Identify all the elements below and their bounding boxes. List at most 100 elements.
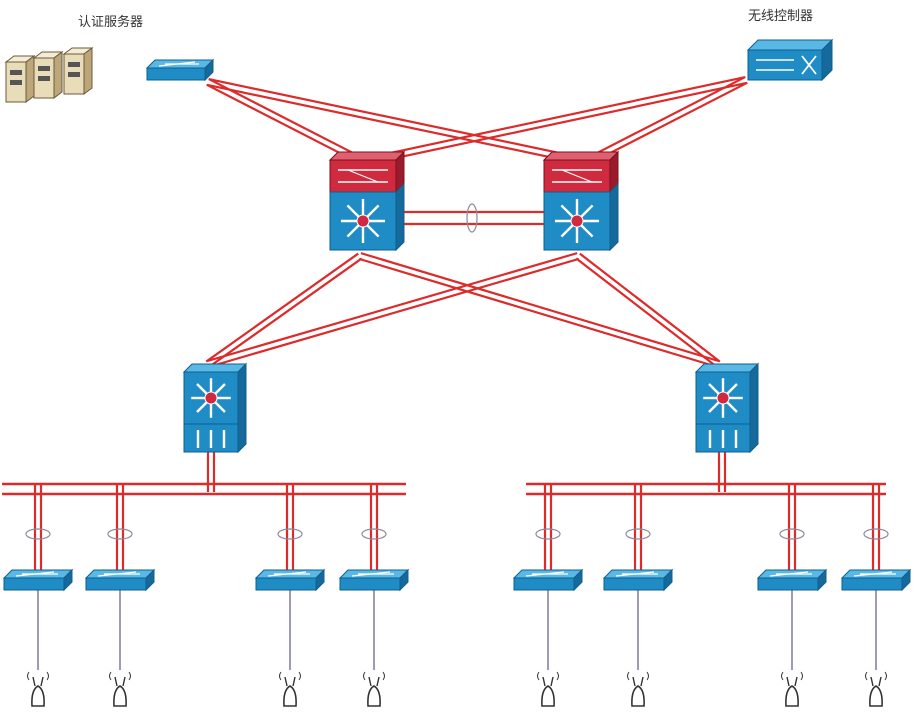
- auth-switch-icon-side: [204, 58, 214, 82]
- access-switch-3-icon-front: [255, 577, 317, 591]
- access-point-2-icon-antenna: [122, 676, 126, 687]
- access-point-8-icon-wave: [865, 671, 868, 681]
- core-switch-2-icon-hub: [570, 214, 584, 228]
- auth-switch-icon-front: [146, 67, 206, 81]
- core-switch-1-icon-ray: [366, 204, 380, 218]
- core-switch-1-icon-ray: [366, 224, 380, 238]
- access-point-3-icon-wave: [298, 671, 301, 681]
- access-point-8-icon-antenna: [878, 676, 882, 687]
- access-point-1-icon-body: [31, 685, 45, 707]
- core-switch-2-icon: [542, 150, 620, 252]
- link-core1-dist1: [209, 257, 363, 368]
- wireless-controller-label: 无线控制器: [748, 9, 814, 24]
- access-point-7-icon-antenna: [786, 676, 790, 687]
- access-point-5-icon-wave: [537, 671, 540, 681]
- distribution-switch-2-icon-side: [749, 362, 759, 454]
- link-wlc-core2: [590, 81, 748, 164]
- access-switch-5-icon-arrow-b: [525, 571, 565, 577]
- link-core2-dist1: [206, 252, 578, 363]
- access-point-1-icon-antenna: [32, 676, 36, 687]
- distribution-switch-2-icon-top: [694, 363, 760, 373]
- access-point-3-icon: [279, 671, 301, 707]
- access-point-2-icon-wave: [109, 671, 112, 681]
- access-switch-7-icon-side: [817, 568, 827, 592]
- core-switch-1-icon-red-top: [328, 151, 406, 161]
- access-etherchannel-ring: [107, 528, 133, 540]
- core-switch-2-icon-blue-side: [609, 182, 619, 252]
- access-point-2-icon: [109, 671, 131, 707]
- access-switch-2-icon-arrow-b: [97, 571, 137, 577]
- distribution-switch-1-icon-ray: [214, 401, 226, 413]
- access-etherchannel-ring: [779, 528, 805, 540]
- access-switch-5-icon-side: [573, 568, 583, 592]
- link-authswitch-core1: [208, 78, 362, 159]
- access-point-4-icon-antenna: [376, 676, 380, 687]
- distribution-switch-2-icon: [694, 362, 760, 454]
- access-point-4-icon-wave: [382, 671, 385, 681]
- core-switch-2-icon-ray: [580, 204, 594, 218]
- access-point-5-icon-wave: [556, 671, 559, 681]
- server-a-side: [25, 55, 35, 103]
- access-switch-6-icon-arrow-b: [615, 571, 655, 577]
- wlc-x: [801, 55, 817, 75]
- access-point-1-icon: [27, 671, 49, 707]
- server-b-side: [53, 51, 63, 99]
- core-switch-1-icon-ray: [346, 224, 360, 238]
- access-point-5-icon-antenna: [550, 676, 554, 687]
- access-switch-1-icon: [2, 568, 74, 592]
- access-point-7-icon-antenna: [794, 676, 798, 687]
- distribution-switch-2-icon-ray: [726, 401, 738, 413]
- server-c-drive: [68, 72, 80, 77]
- distribution-switch-1-icon-hub: [204, 391, 218, 405]
- access-point-4-icon: [363, 671, 385, 707]
- access-point-4-icon-body: [367, 685, 381, 707]
- distribution-switch-1-icon-ray: [196, 383, 208, 395]
- access-switch-4-icon-front: [339, 577, 401, 591]
- auth-switch-icon-arrow-b: [158, 61, 196, 67]
- distribution-switch-2-icon-ray: [708, 383, 720, 395]
- wireless-controller-icon: [746, 38, 834, 82]
- access-point-6-icon-body: [631, 685, 645, 707]
- access-switch-4-icon-arrow-b: [351, 571, 391, 577]
- access-switch-4-icon: [338, 568, 410, 592]
- distribution-switch-1-icon: [182, 362, 248, 454]
- access-switch-7-icon-front: [757, 577, 819, 591]
- links-layer: [2, 75, 889, 670]
- core-switch-1-icon-blue-side: [395, 182, 405, 252]
- distribution-switch-2-icon-ray: [708, 401, 720, 413]
- server-a-drive: [10, 70, 22, 75]
- core-switch-2-icon-ray: [560, 204, 574, 218]
- access-point-7-icon-wave: [781, 671, 784, 681]
- access-point-3-icon-antenna: [292, 676, 296, 687]
- access-etherchannel-ring: [863, 528, 889, 540]
- access-point-7-icon-body: [785, 685, 799, 707]
- access-point-5-icon-body: [541, 685, 555, 707]
- access-switch-1-icon-arrow-b: [15, 571, 55, 577]
- auth-server-label: 认证服务器: [78, 15, 144, 30]
- access-switch-2-icon-front: [85, 577, 147, 591]
- access-etherchannel-ring: [625, 528, 651, 540]
- link-core2-dist1: [208, 257, 580, 368]
- access-switch-8-icon-front: [841, 577, 903, 591]
- auth-switch-icon: [145, 58, 215, 82]
- core-switch-1-icon-ray: [346, 204, 360, 218]
- access-etherchannel-ring: [535, 528, 561, 540]
- access-point-2-icon-wave: [128, 671, 131, 681]
- access-switch-8-icon-side: [901, 568, 911, 592]
- distribution-switch-1-icon-side: [237, 362, 247, 454]
- access-point-8-icon: [865, 671, 887, 707]
- access-point-1-icon-antenna: [40, 676, 44, 687]
- access-switch-4-icon-side: [399, 568, 409, 592]
- access-etherchannel-ring: [25, 528, 51, 540]
- distribution-switch-1-icon-ray: [196, 401, 208, 413]
- access-point-6-icon-antenna: [632, 676, 636, 687]
- link-wlc-core1: [372, 81, 747, 165]
- access-point-6-icon: [627, 671, 649, 707]
- server-a-drive: [10, 80, 22, 85]
- access-etherchannel-ring: [361, 528, 387, 540]
- link-authswitch-core2: [207, 83, 578, 165]
- access-switch-8-icon: [840, 568, 912, 592]
- core-switch-2-icon-ray: [580, 224, 594, 238]
- link-wlc-core1: [371, 75, 746, 159]
